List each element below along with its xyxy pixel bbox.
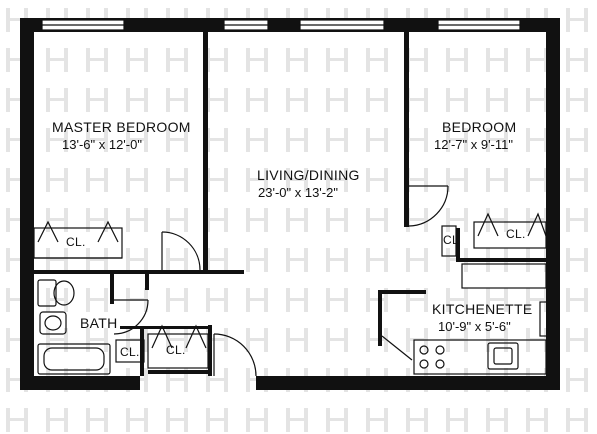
living-dining-dims: 23'-0" x 13'-2" bbox=[258, 185, 338, 200]
kitchenette-fixtures bbox=[381, 263, 549, 375]
kitchenette-label: KITCHENETTE bbox=[432, 301, 533, 317]
entry-door bbox=[213, 333, 257, 377]
master-bedroom-dims: 13'-6" x 12'-0" bbox=[62, 137, 142, 152]
living-dining-label: LIVING/DINING bbox=[257, 167, 360, 183]
interior-walls bbox=[34, 32, 546, 376]
master-bedroom-label: MASTER BEDROOM bbox=[52, 119, 191, 135]
bath-label: BATH bbox=[80, 315, 118, 331]
bedroom-dims: 12'-7" x 9'-11" bbox=[434, 137, 513, 152]
bedroom-label: BEDROOM bbox=[442, 119, 517, 135]
bath-fixtures bbox=[37, 279, 111, 375]
hall-closets bbox=[115, 324, 209, 369]
bedroom-closet bbox=[441, 212, 547, 257]
kitchenette-dims: 10'-9" x 5'-6" bbox=[438, 319, 511, 334]
hall-closet-label: CL. bbox=[166, 343, 186, 357]
bedroom-closet-label: CL. bbox=[506, 227, 526, 241]
bedroom-small-closet-label: CL bbox=[443, 233, 459, 247]
master-door bbox=[161, 231, 201, 271]
outer-walls bbox=[20, 18, 560, 390]
master-closet-label: CL. bbox=[66, 235, 86, 249]
master-closet bbox=[33, 220, 123, 259]
hall-small-closet-label: CL. bbox=[120, 345, 140, 359]
bath-door bbox=[113, 299, 149, 335]
bedroom-door bbox=[408, 185, 449, 227]
windows bbox=[41, 19, 521, 31]
